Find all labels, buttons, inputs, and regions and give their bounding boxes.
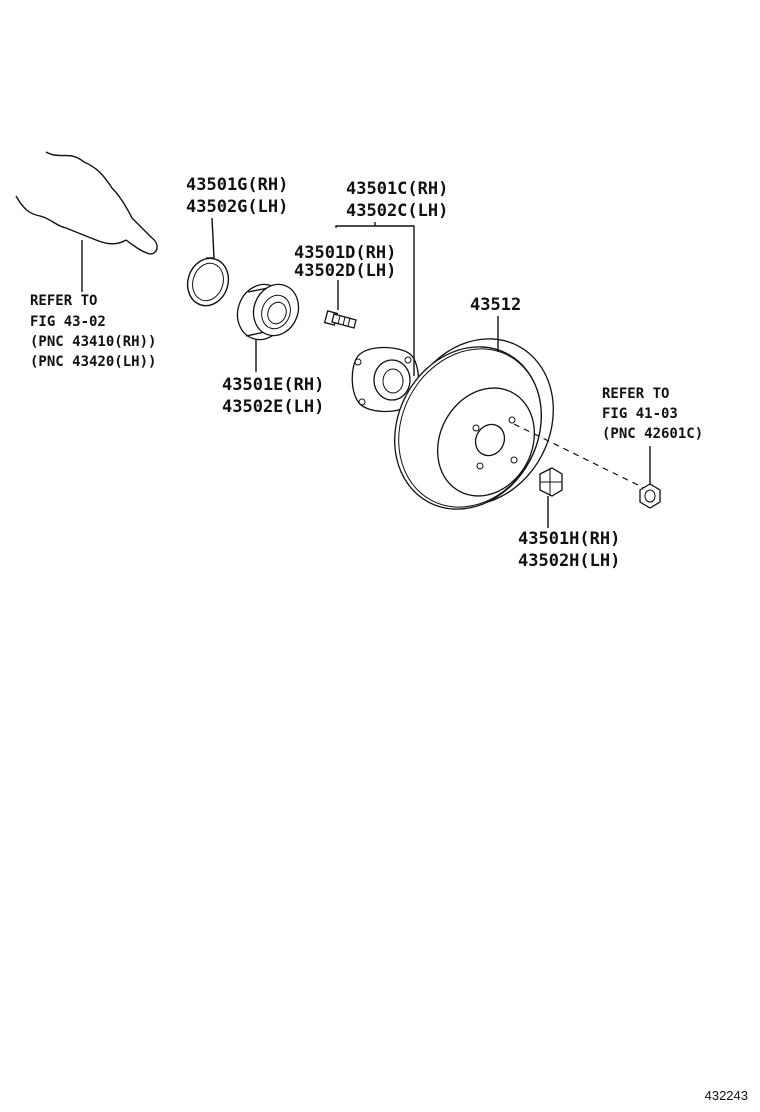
bearing-rh-label: 43501E(RH) — [222, 375, 324, 395]
drive-shaft-outline — [15, 151, 158, 292]
figure-id: 432243 — [705, 1088, 748, 1103]
refer-right-line1: REFER TO — [602, 386, 669, 402]
refer-left-line1: REFER TO — [30, 293, 97, 309]
hub-nut — [639, 483, 661, 509]
refer-left-line3: (PNC 43410(RH)) — [30, 334, 156, 350]
hub-bolt-rh-label: 43501D(RH) — [294, 243, 396, 263]
snap-ring-rh-label: 43501G(RH) — [186, 175, 288, 195]
nut — [539, 467, 563, 497]
axle-hub — [351, 346, 420, 413]
snap-ring — [186, 257, 230, 307]
hub-rh-label: 43501C(RH) — [346, 179, 448, 199]
nut-rh-label: 43501H(RH) — [518, 529, 620, 549]
refer-left-line2: FIG 43-02 — [30, 314, 106, 330]
hub-bolt-lh-label: 43502D(LH) — [294, 261, 396, 281]
refer-right-line2: FIG 41-03 — [602, 406, 678, 422]
alignment-line — [513, 423, 649, 491]
hub-lh-label: 43502C(LH) — [346, 201, 448, 221]
nut-lh-label: 43502H(LH) — [518, 551, 620, 571]
snap-ring-leader — [211, 217, 215, 259]
hub-bolt — [323, 310, 357, 329]
refer-right-line3: (PNC 42601C) — [602, 426, 703, 442]
bearing — [236, 283, 300, 341]
brake-disc — [394, 338, 554, 510]
disc-label: 43512 — [470, 295, 521, 315]
bearing-lh-label: 43502E(LH) — [222, 397, 324, 417]
snap-ring-lh-label: 43502G(LH) — [186, 197, 288, 217]
refer-left-line4: (PNC 43420(LH)) — [30, 354, 156, 370]
